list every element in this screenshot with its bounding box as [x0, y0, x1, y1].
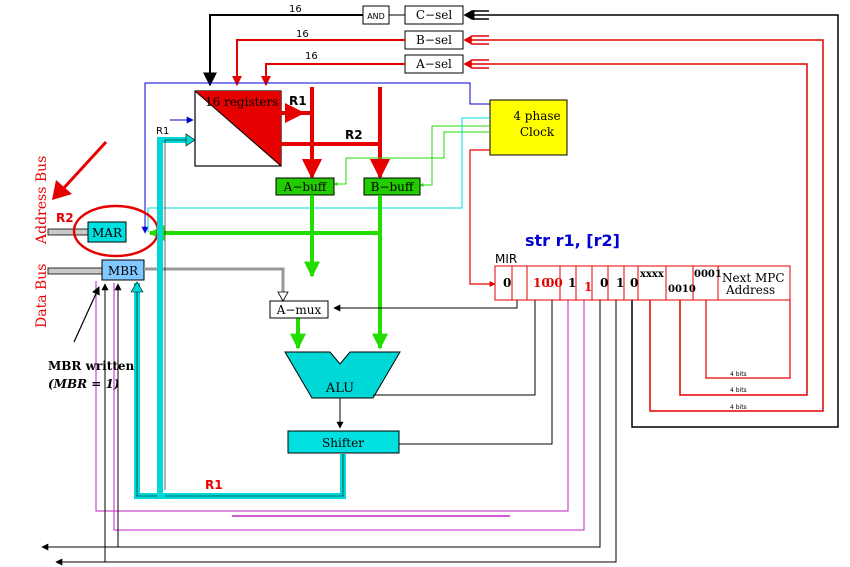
c-sel-bus [203, 14, 363, 87]
bus16-c-label: 16 [289, 4, 302, 15]
instruction-title: str r1, [r2] [525, 231, 620, 250]
mir-field-1: 10 [533, 276, 550, 290]
clock-red-mir [469, 149, 496, 287]
and-gate-label: AND [367, 12, 385, 21]
next-mpc-label-2: Address [725, 283, 775, 297]
b-sel-double [463, 35, 489, 45]
clock-blue-line [141, 82, 490, 234]
wr-line [55, 296, 617, 566]
clock-box: 4 phase Clock [489, 99, 568, 156]
mbr-label: MBR [108, 264, 139, 278]
address-bus-red-arrow [60, 140, 108, 192]
mir-field-6: 1 [616, 276, 624, 290]
shifter-box: Shifter [287, 430, 400, 454]
registers-label: 16 registers [205, 95, 278, 109]
next-mpc-line [705, 296, 791, 379]
mir-field-5: 0 [600, 276, 608, 290]
mbr-written-label: MBR written [48, 359, 135, 373]
mir-field-8: xxxx [640, 269, 665, 280]
mir-field-9: 0010 [668, 284, 696, 295]
mbr-written-arrow [73, 286, 100, 343]
mir-register [494, 265, 791, 301]
four-bits-1-label: 4 bits [730, 371, 747, 378]
mar-box: MAR [87, 221, 127, 243]
r2-mar-label: R2 [56, 211, 74, 225]
mbr-control-magenta [95, 281, 569, 512]
a-sel-double [463, 59, 489, 69]
r1-input-label: R1 [156, 126, 169, 137]
amux-control-line [333, 296, 518, 312]
mir-label: MIR [495, 252, 517, 266]
mbr-box: MBR [101, 259, 145, 281]
four-bits-3-label: 4 bits [730, 404, 747, 411]
four-bits-2-label: 4 bits [730, 387, 747, 394]
mar-label: MAR [92, 226, 123, 240]
c-field-line [463, 9, 839, 428]
and-gate: AND [362, 5, 390, 25]
mbr-eq-label: (MBR = 1) [48, 377, 120, 391]
a-mux-box: A−mux [269, 300, 329, 319]
c-sel-label: C−sel [416, 8, 452, 22]
b-sel-label: B−sel [416, 33, 452, 47]
r1-output-label: R1 [289, 94, 307, 108]
b-field-line [464, 36, 824, 412]
c-sel-box: C−sel [404, 5, 464, 25]
mir-field-7: 0 [630, 276, 638, 290]
mir-field-2: 00 [546, 276, 563, 290]
mir-field-10: 0001 [694, 269, 722, 280]
writeback-to-regs [157, 137, 187, 499]
a-buff-box: A−buff [275, 177, 335, 196]
a-field-line [464, 60, 808, 396]
r1-bottom-label: R1 [205, 478, 223, 492]
address-bus-label: Address Bus [34, 156, 50, 245]
bus16-b-label: 16 [296, 29, 309, 40]
mir-field-0: 0 [503, 276, 511, 290]
c-sel-double [463, 10, 489, 20]
reg-out-r2 [281, 142, 390, 179]
alu-control-line [373, 296, 536, 396]
clock-green-2 [333, 131, 490, 186]
alu-shape: ALU [284, 351, 401, 399]
mbr-to-amux [144, 267, 285, 300]
next-mpc-label-1: Next MPC [722, 271, 785, 285]
rd-line [41, 296, 601, 551]
data-bus-label: Data Bus [34, 264, 50, 328]
a-buff-label: A−buff [283, 180, 328, 194]
b-sel-box: B−sel [404, 30, 464, 50]
shifter-control-line [399, 296, 553, 445]
bus16-a-label: 16 [305, 51, 318, 62]
b-buff-label: B−buff [371, 180, 415, 194]
mir-field-4: 1 [584, 280, 592, 294]
r2-output-label: R2 [345, 128, 363, 142]
a-sel-bus [261, 63, 405, 86]
a-sel-label: A−sel [415, 57, 452, 71]
b-sel-bus [232, 39, 405, 86]
b-buff-box: B−buff [363, 177, 421, 196]
clock-green-1 [419, 125, 490, 187]
alu-label: ALU [325, 381, 354, 396]
shifter-label: Shifter [322, 436, 364, 450]
a-sel-box: A−sel [404, 54, 464, 74]
register-file: 16 registers [194, 90, 282, 167]
mir-field-3: 1 [568, 276, 576, 290]
clock-label-1: 4 phase [513, 109, 560, 123]
mar-control-magenta [113, 283, 585, 531]
clock-label-2: Clock [520, 125, 555, 139]
a-mux-label: A−mux [276, 303, 322, 317]
